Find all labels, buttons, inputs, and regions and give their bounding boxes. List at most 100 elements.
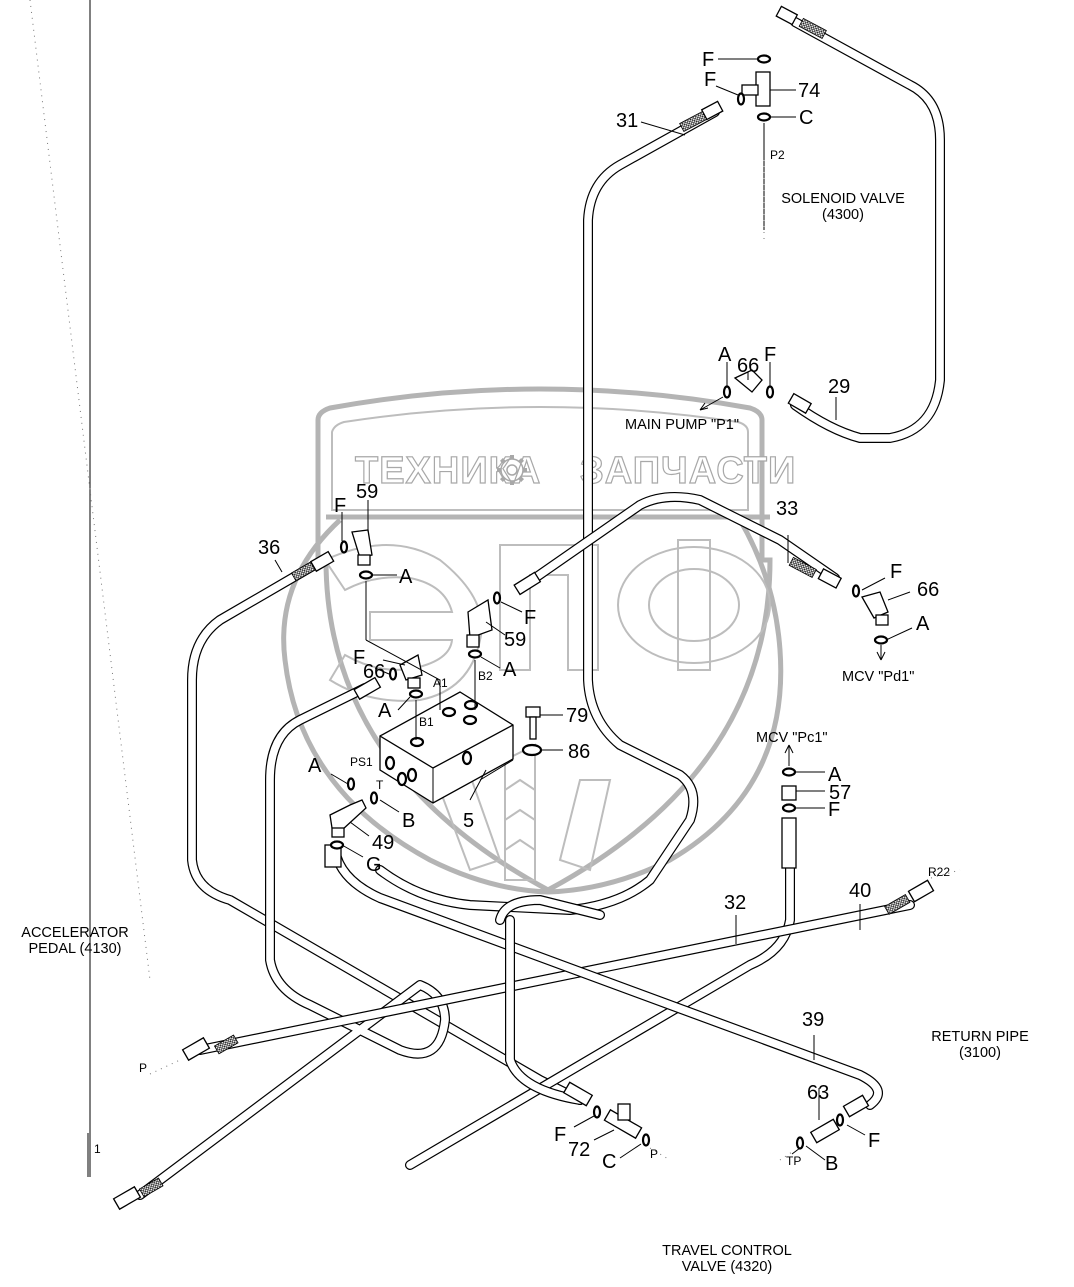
part-number-49: 49 bbox=[372, 832, 394, 854]
hose-36 bbox=[187, 558, 585, 1105]
hose-29 bbox=[790, 17, 945, 443]
elbow-66-right bbox=[861, 591, 889, 626]
seal-a-66-right: A bbox=[916, 613, 930, 635]
mcv-pc1-label: MCV "Pc1" bbox=[756, 730, 828, 746]
tee-72 bbox=[603, 1103, 643, 1140]
part-number-66-top: 66 bbox=[737, 355, 759, 377]
elbow-66-left bbox=[399, 653, 423, 689]
dotted-traces bbox=[29, 0, 961, 1161]
seal-f-72: F bbox=[554, 1124, 566, 1146]
seal-a-57: A bbox=[828, 764, 842, 786]
hoses bbox=[135, 17, 945, 1200]
watermark-letter-f bbox=[617, 539, 771, 671]
port-label-a1: A1 bbox=[433, 676, 448, 690]
adapter-57 bbox=[781, 785, 797, 801]
tee-74 bbox=[741, 71, 771, 107]
seal-a-59-mid: A bbox=[503, 659, 517, 681]
seal-f-57: F bbox=[828, 799, 840, 821]
hose-ends bbox=[112, 5, 935, 1211]
seal-f-66-top: F bbox=[764, 344, 776, 366]
return-pipe-label-2: (3100) bbox=[959, 1045, 1001, 1061]
watermark-shield-inner bbox=[331, 406, 749, 511]
part-number-63: 63 bbox=[807, 1082, 829, 1104]
part-number-59-top: 59 bbox=[356, 481, 378, 503]
hose-32 bbox=[405, 860, 795, 1170]
port-label-p2: P2 bbox=[770, 148, 785, 162]
port-label-r22: R22 bbox=[928, 865, 950, 879]
elbow-59-top bbox=[351, 529, 373, 566]
port-label-ps1: PS1 bbox=[350, 755, 373, 769]
gear-icon bbox=[497, 455, 527, 485]
part-number-72: 72 bbox=[568, 1139, 590, 1161]
part-number-29: 29 bbox=[828, 376, 850, 398]
part-number-labels: 74 31 66 29 59 33 36 66 59 66 79 86 57 5… bbox=[94, 80, 939, 1161]
watermark-letter-e bbox=[323, 544, 483, 702]
port-labels: P2 A1 B1 B2 PS1 T R22 P P TP bbox=[139, 148, 950, 1168]
valve-block-5 bbox=[379, 691, 514, 804]
mcv-pd1-label: MCV "Pd1" bbox=[842, 669, 914, 685]
hose-to-72 bbox=[495, 895, 605, 1105]
travel-control-valve-label-1: TRAVEL CONTROL bbox=[662, 1243, 792, 1259]
watermark-text-left: ТЕХНИКА bbox=[355, 450, 541, 492]
seal-f-66-right: F bbox=[890, 561, 902, 583]
seal-letter-labels: F F C A F F A F A F A F A A B G A F F C … bbox=[308, 49, 930, 1175]
part-number-79: 79 bbox=[566, 705, 588, 727]
washer-86 bbox=[521, 743, 543, 757]
part-number-59-mid: 59 bbox=[504, 629, 526, 651]
port-label-b2: B2 bbox=[478, 669, 493, 683]
return-pipe-label-1: RETURN PIPE bbox=[931, 1029, 1029, 1045]
port-label-p-bottom: P bbox=[650, 1147, 658, 1161]
solenoid-valve-label-2: (4300) bbox=[822, 207, 864, 223]
part-number-66-left: 66 bbox=[363, 661, 385, 683]
part-number-39: 39 bbox=[802, 1009, 824, 1031]
elbow-49 bbox=[329, 799, 367, 838]
watermark-text-right: ЗАПЧАСТИ bbox=[580, 450, 796, 492]
part-number-57: 57 bbox=[829, 782, 851, 804]
port-label-p-left: P bbox=[139, 1061, 147, 1075]
hose-33 bbox=[530, 491, 840, 583]
watermark-circle bbox=[281, 518, 784, 895]
seal-f-59-mid: F bbox=[524, 607, 536, 629]
seal-a-59-top: A bbox=[399, 566, 413, 588]
main-pump-label: MAIN PUMP "P1" bbox=[625, 417, 739, 433]
watermark: ТЕХНИКА ЗАПЧАСТИ bbox=[281, 386, 796, 895]
accelerator-pedal-label-1: ACCELERATOR bbox=[21, 925, 128, 941]
elbow-66-top bbox=[733, 369, 763, 393]
part-number-5: 5 bbox=[463, 810, 474, 832]
accelerator-pedal-label-2: PEDAL (4130) bbox=[29, 941, 122, 957]
seal-f-74-top: F bbox=[702, 49, 714, 71]
seal-b-49: B bbox=[402, 810, 415, 832]
watermark-letter-p bbox=[499, 544, 599, 671]
seal-g-49: G bbox=[366, 854, 382, 876]
seal-c-72: C bbox=[602, 1151, 616, 1173]
o-rings bbox=[329, 54, 889, 1150]
hose-31 bbox=[375, 107, 720, 915]
part-number-86: 86 bbox=[568, 741, 590, 763]
seal-a-66-left: A bbox=[378, 700, 392, 722]
seal-f-59-top: F bbox=[334, 495, 346, 517]
part-number-66-right: 66 bbox=[917, 579, 939, 601]
solenoid-valve-label-1: SOLENOID VALVE bbox=[781, 191, 905, 207]
seal-f-63: F bbox=[868, 1130, 880, 1152]
bolt-79 bbox=[525, 706, 541, 740]
travel-control-valve-label-2: VALVE (4320) bbox=[682, 1259, 773, 1275]
part-number-40: 40 bbox=[849, 880, 871, 902]
adapter-63 bbox=[809, 1118, 841, 1144]
part-number-32: 32 bbox=[724, 892, 746, 914]
port-label-tp: TP bbox=[786, 1154, 801, 1168]
port-label-t: T bbox=[376, 778, 384, 792]
destination-labels: SOLENOID VALVE (4300) MAIN PUMP "P1" MCV… bbox=[21, 191, 1029, 1275]
seal-f-66-left: F bbox=[353, 647, 365, 669]
elbow-59-mid bbox=[466, 598, 493, 648]
seal-c-74: C bbox=[799, 107, 813, 129]
part-number-33: 33 bbox=[776, 498, 798, 520]
leader-lines bbox=[87, 0, 913, 1177]
part-number-74: 74 bbox=[798, 80, 820, 102]
adapters bbox=[329, 71, 889, 1144]
hose-40 bbox=[195, 900, 915, 1055]
port-label-b1: B1 bbox=[419, 715, 434, 729]
part-number-1: 1 bbox=[94, 1142, 101, 1156]
hose-1 bbox=[135, 683, 450, 1200]
part-number-36: 36 bbox=[258, 537, 280, 559]
